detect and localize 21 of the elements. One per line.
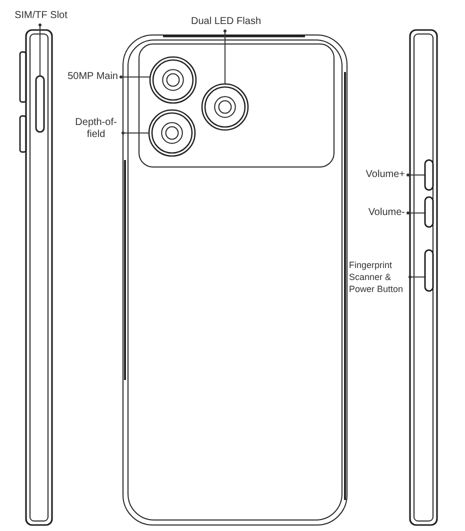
leader-line <box>408 276 426 278</box>
leader-line <box>38 24 42 76</box>
part-label: Dual LED Flash <box>190 16 262 28</box>
side-button <box>424 249 434 292</box>
camera-lens <box>148 109 196 157</box>
leader-line <box>406 174 426 176</box>
part-label: SIM/TF Slot <box>14 10 68 22</box>
part-label: Volume- <box>367 207 405 219</box>
leader-line <box>122 132 150 134</box>
part-label: 50MP Main <box>66 71 118 83</box>
part-label: Volume+ <box>364 169 405 181</box>
side-button <box>35 75 45 133</box>
side-button <box>424 159 434 191</box>
camera-lens <box>201 83 249 131</box>
part-label: Fingerprint Scanner & Power Button <box>349 259 404 295</box>
leader-line <box>120 76 151 78</box>
side-button <box>424 196 434 228</box>
part-label: Depth-of-field <box>74 117 118 141</box>
leader-line <box>406 212 426 214</box>
camera-lens <box>149 56 197 104</box>
leader-line <box>224 30 226 84</box>
